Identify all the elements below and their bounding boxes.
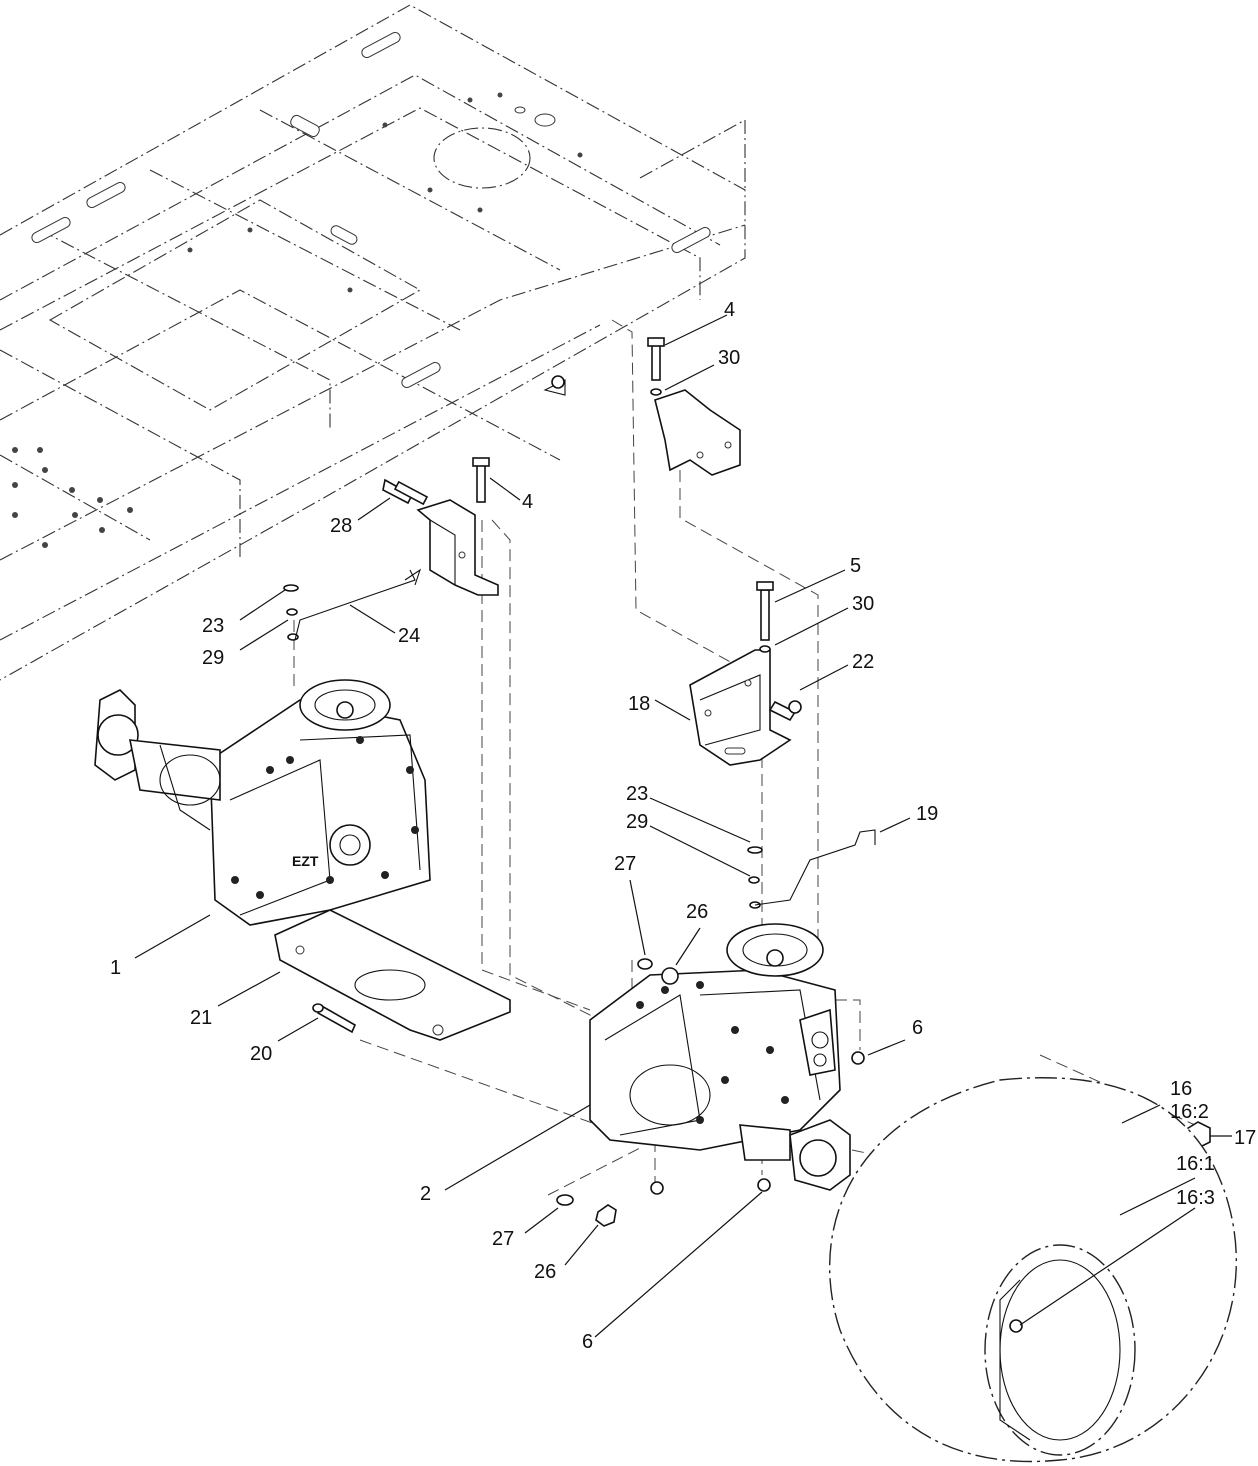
callout-6-upper: 6 [912,1017,923,1039]
callout-16-2: 16:2 [1170,1101,1209,1123]
callout-28: 28 [330,515,352,537]
callout-29-left: 29 [202,647,224,669]
callout-6-lower: 6 [582,1331,593,1353]
mount-plate-21 [274,909,511,1041]
callout-23-right: 23 [626,783,648,805]
callout-22: 22 [852,651,874,673]
callout-labels: 4 30 4 28 5 30 22 18 23 29 24 23 29 19 2… [110,299,1256,1353]
upper-bracket-left [416,499,499,596]
transmission-right [589,923,851,1191]
wheel-tire-assembly [829,1077,1238,1463]
transmission-left: EZT [94,679,431,926]
callout-27-upper: 27 [614,853,636,875]
upper-bracket-right [654,389,741,476]
callout-19: 19 [916,803,938,825]
callout-2: 2 [420,1183,431,1205]
callout-16: 16 [1170,1078,1192,1100]
callout-16-1: 16:1 [1176,1153,1215,1175]
callout-17: 17 [1234,1127,1256,1149]
callout-26-upper: 26 [686,901,708,923]
callout-29-right: 29 [626,811,648,833]
callout-30-mid: 30 [852,593,874,615]
callout-26-lower: 26 [534,1261,556,1283]
callout-24: 24 [398,625,420,647]
callout-1: 1 [110,957,121,979]
callout-4-mid: 4 [522,491,533,513]
callout-30-top: 30 [718,347,740,369]
chassis-frame [0,4,746,681]
callout-5: 5 [850,555,861,577]
callout-27-lower: 27 [492,1228,514,1250]
callout-20: 20 [250,1043,272,1065]
callout-18: 18 [628,693,650,715]
callout-16-3: 16:3 [1176,1187,1215,1209]
leader-lines [134,314,1232,1338]
fasteners [283,337,1211,1227]
callout-21: 21 [190,1007,212,1029]
callout-23-left: 23 [202,615,224,637]
callout-4-top: 4 [724,299,735,321]
ezt-logo: EZT [292,853,319,869]
